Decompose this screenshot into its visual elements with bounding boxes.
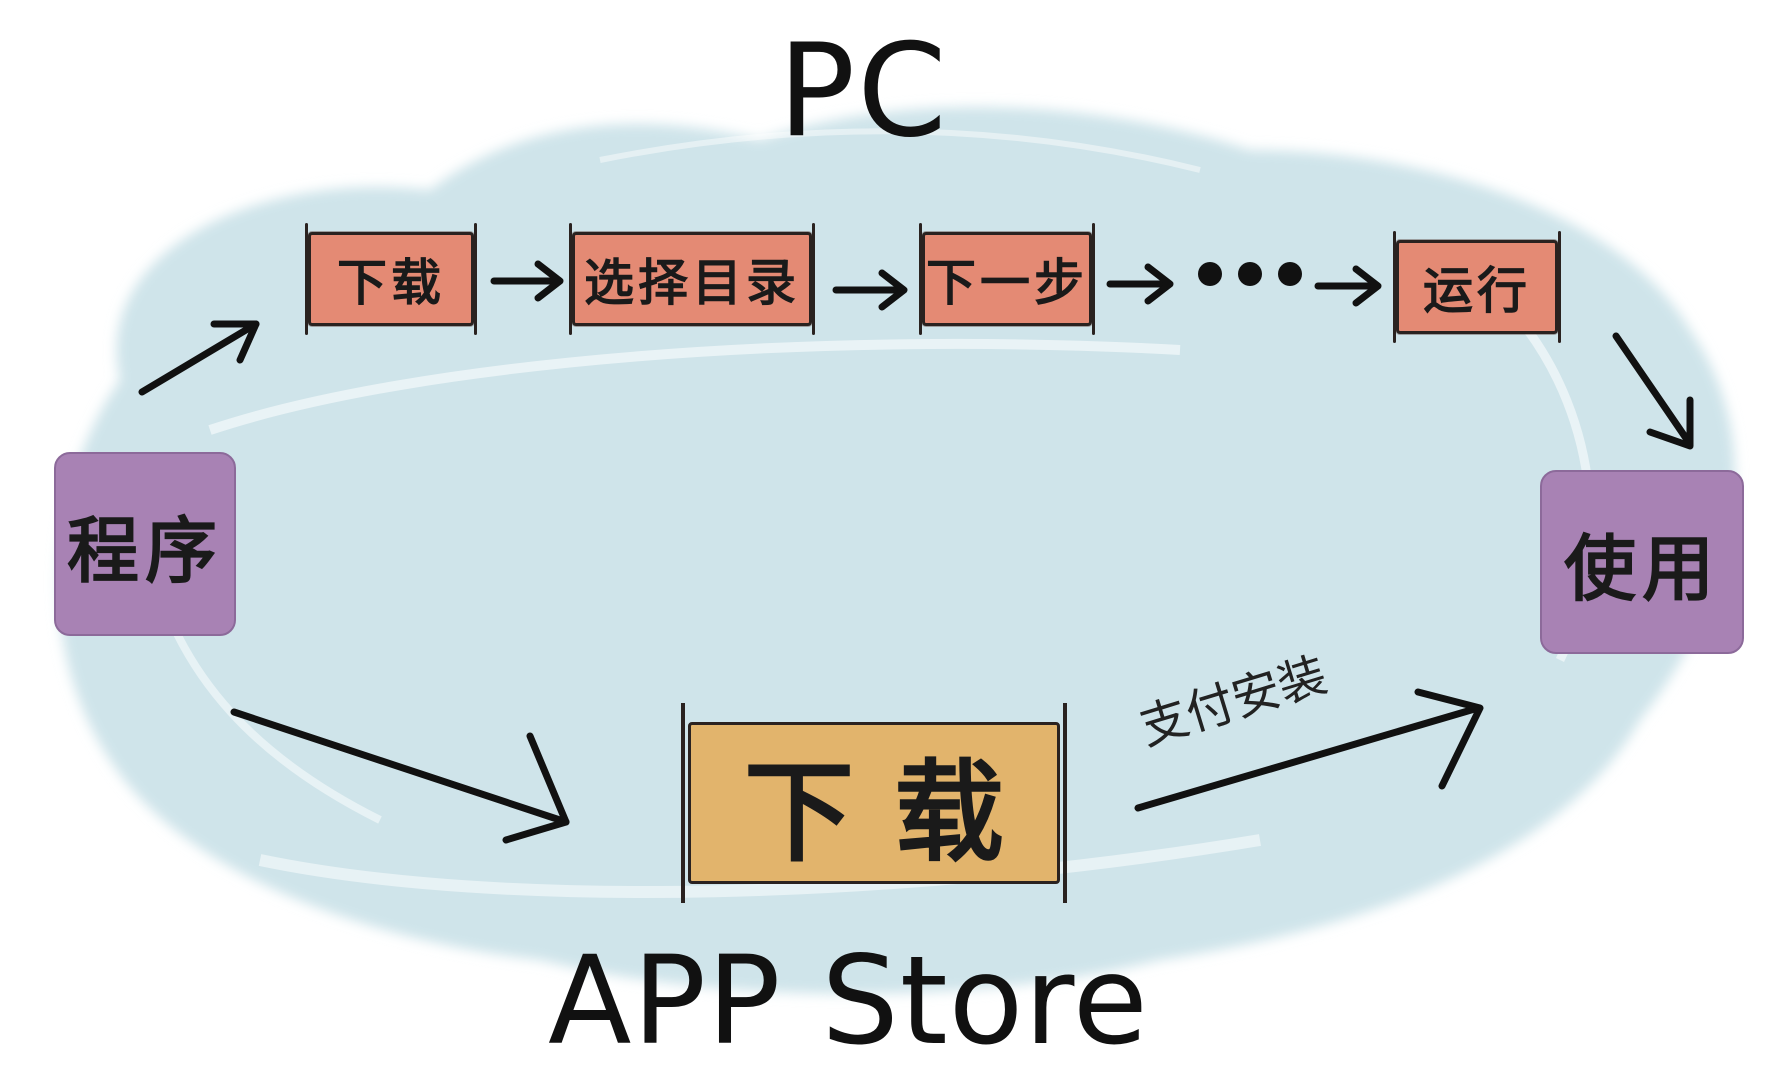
ellipsis-dot [1198,262,1222,286]
app-store-title: APP Store [548,930,1149,1072]
arrow-ellipsis-to-run [1314,265,1382,307]
source-node-program: 程序 [54,452,236,636]
arrow-program-to-app-store-download [230,708,570,844]
arrow-program-to-download [138,320,260,396]
pc-title: PC [778,17,949,166]
ellipsis-dot [1278,262,1302,286]
arrow-choose-directory-to-next [832,269,908,311]
arrow-download-to-choose-directory [490,260,564,302]
arrow-next-to-ellipsis [1106,263,1174,305]
arrow-app-store-download-to-use [1134,688,1484,812]
ellipsis-dots [1198,262,1302,286]
target-node-use: 使用 [1540,470,1744,654]
arrow-run-to-use [1612,332,1694,450]
pc-step-next: 下一步 [919,223,1095,335]
ellipsis-dot [1238,262,1262,286]
pc-step-download: 下载 [305,223,477,335]
pc-step-run: 运行 [1393,231,1561,343]
pc-step-choose-directory: 选择目录 [569,223,815,335]
app-store-download: 下载 [681,703,1067,903]
